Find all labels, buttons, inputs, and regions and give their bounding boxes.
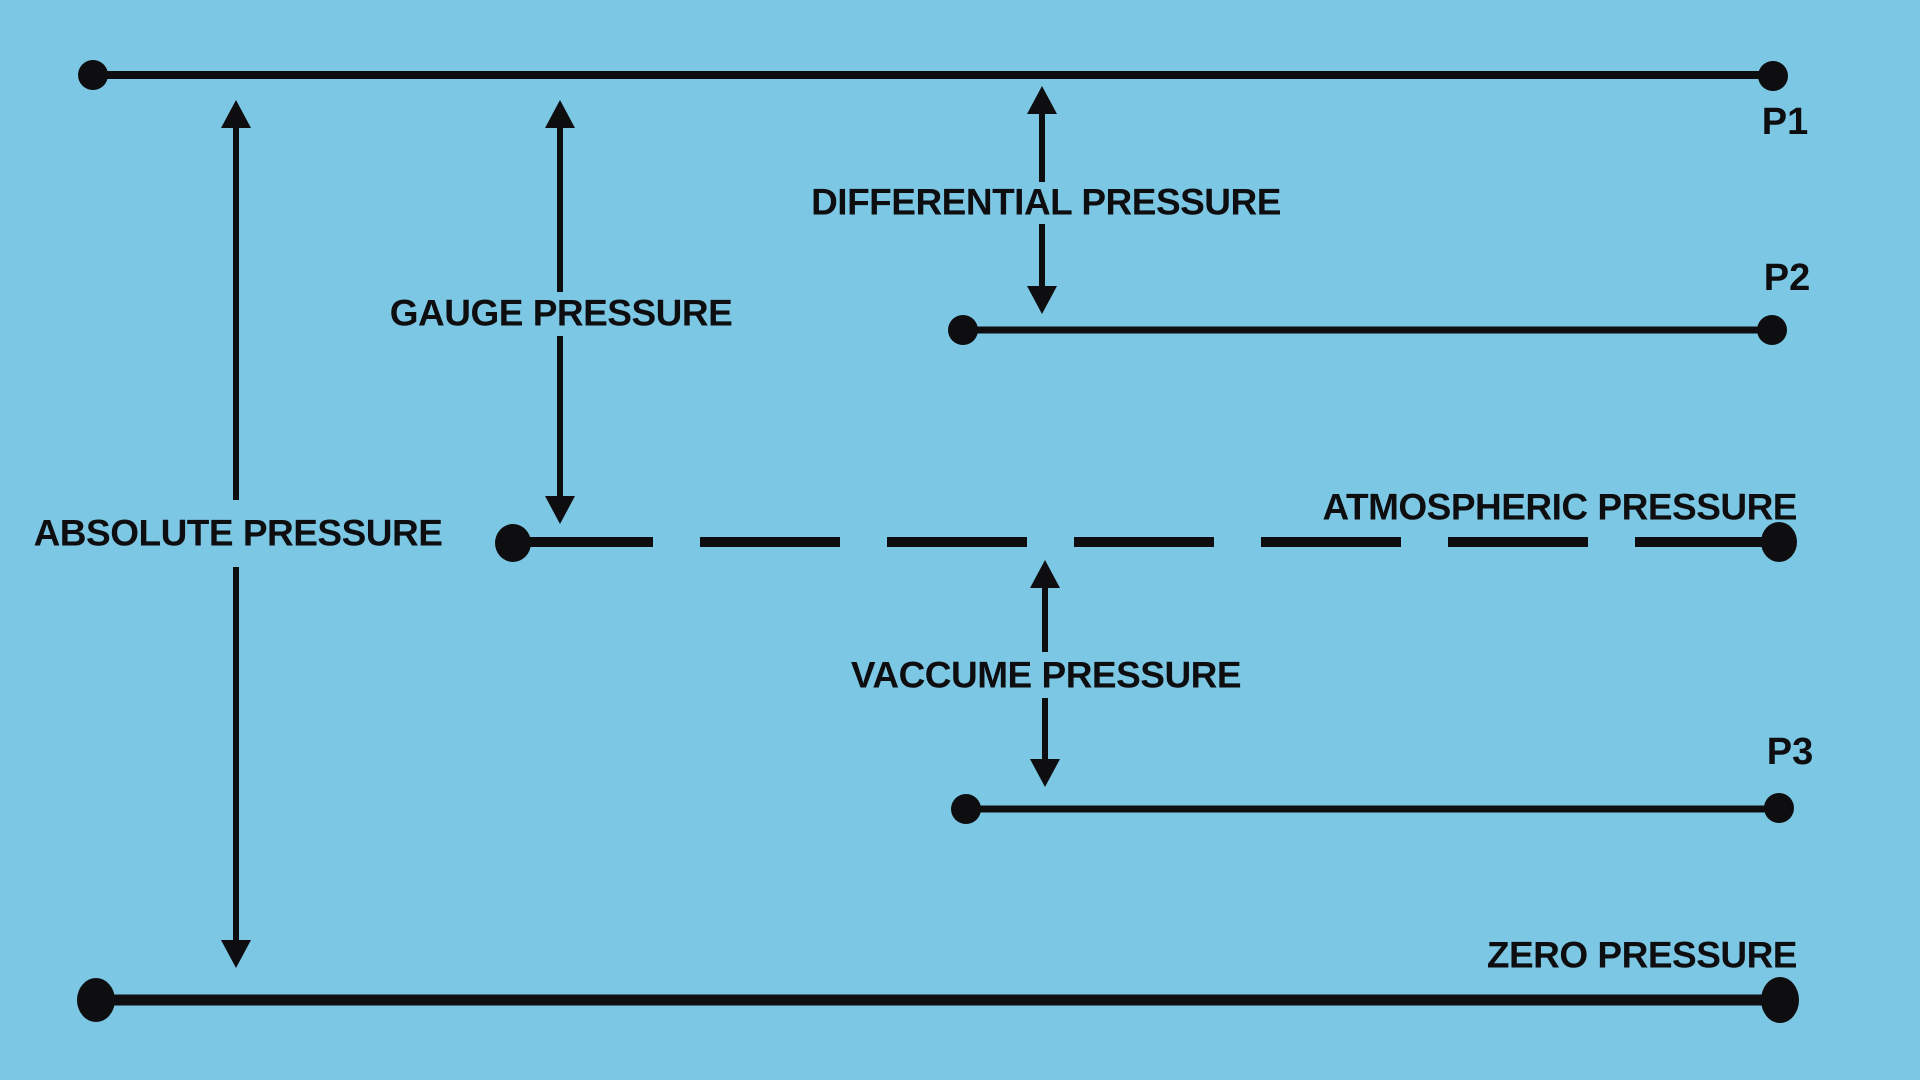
zero-pressure-label: ZERO PRESSURE [1486,934,1798,976]
arrow-up-icon [1030,560,1060,588]
differential-pressure-label: DIFFERENTIAL PRESSURE [811,181,1281,223]
arrow-down-icon [1030,759,1060,787]
p2-label: P2 [1763,257,1811,299]
absolute-pressure-arrow [221,100,251,968]
arrow-down-icon [221,940,251,968]
gauge-pressure-arrow [545,100,575,524]
zero-line [77,977,1799,1023]
p1-left-dot [78,60,108,90]
absolute-pressure-label: ABSOLUTE PRESSURE [33,512,443,554]
p1-label: P1 [1761,101,1809,143]
arrow-up-icon [221,100,251,128]
p3-label: P3 [1766,731,1814,773]
atmospheric-left-dot [495,524,531,562]
atmospheric-pressure-label: ATMOSPHERIC PRESSURE [1322,486,1798,528]
arrow-down-icon [545,496,575,524]
vacuum-pressure-label: VACCUME PRESSURE [850,654,1242,696]
zero-left-dot [77,978,115,1022]
gauge-pressure-label: GAUGE PRESSURE [389,292,733,334]
p1-line [78,60,1788,91]
p2-right-dot [1757,315,1787,345]
differential-pressure-arrow [1027,86,1057,314]
p2-line [948,315,1787,345]
vacuum-pressure-arrow [1030,560,1060,787]
arrow-up-icon [545,100,575,128]
p3-right-dot [1764,793,1794,823]
p2-left-dot [948,315,978,345]
p3-line [951,793,1794,824]
arrow-up-icon [1027,86,1057,114]
p1-right-dot [1758,61,1788,91]
zero-right-dot [1761,977,1799,1023]
atmospheric-line [495,522,1797,562]
arrow-down-icon [1027,286,1057,314]
p3-left-dot [951,794,981,824]
atmospheric-right-dot [1761,522,1797,562]
